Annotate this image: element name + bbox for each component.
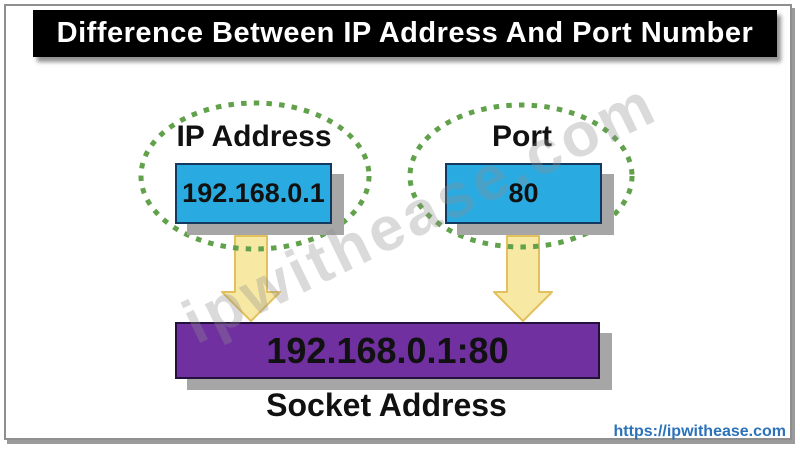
ip-address-label: IP Address	[176, 120, 332, 153]
page-title: Difference Between IP Address And Port N…	[56, 17, 754, 49]
title-bar: Difference Between IP Address And Port N…	[33, 10, 777, 57]
port-label: Port	[492, 120, 552, 153]
ip-address-box: 192.168.0.1	[175, 163, 332, 224]
site-link[interactable]: https://ipwithease.com	[613, 423, 786, 440]
port-value: 80	[508, 178, 539, 208]
ip-address-value: 192.168.0.1	[182, 178, 325, 208]
port-box: 80	[445, 163, 602, 224]
socket-address-label: Socket Address	[266, 387, 507, 423]
down-arrow-right	[493, 235, 553, 322]
socket-address-box: 192.168.0.1:80	[175, 322, 600, 379]
socket-address-value: 192.168.0.1:80	[266, 329, 509, 371]
down-arrow-left	[221, 235, 281, 322]
